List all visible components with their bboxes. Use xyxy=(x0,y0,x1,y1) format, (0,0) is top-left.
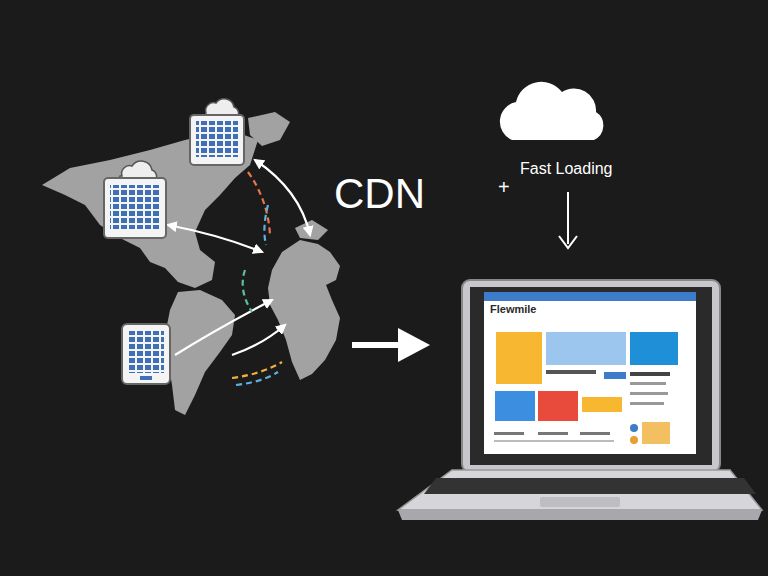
dashed-arc xyxy=(248,172,270,235)
cloud-icon xyxy=(500,82,603,140)
south-america xyxy=(165,290,235,415)
website-title: Flewmile xyxy=(490,303,536,315)
world-map xyxy=(42,112,340,415)
server-icon xyxy=(104,161,166,238)
laptop xyxy=(398,280,762,520)
dashed-arc xyxy=(264,205,268,245)
dashed-arc xyxy=(232,362,282,378)
dashed-arc xyxy=(236,372,278,385)
connection-arcs xyxy=(168,160,310,385)
plus-sign: + xyxy=(498,176,510,199)
cdn-heading: CDN xyxy=(334,170,425,218)
down-arrow xyxy=(567,192,569,244)
server-icon xyxy=(190,99,244,165)
flow-arrow-head xyxy=(398,328,430,362)
server-icon xyxy=(122,324,170,384)
arc-arrow xyxy=(168,225,262,252)
down-arrow-head xyxy=(559,236,577,248)
arc-arrow xyxy=(232,325,285,355)
europe-north xyxy=(295,220,328,240)
europe-africa xyxy=(268,240,340,380)
arc-arrow xyxy=(255,160,310,235)
greenland xyxy=(248,112,290,146)
dashed-arc xyxy=(243,270,252,312)
flow-arrow xyxy=(352,342,400,348)
fast-loading-label: Fast Loading xyxy=(520,160,613,178)
arc-arrow xyxy=(175,300,272,355)
